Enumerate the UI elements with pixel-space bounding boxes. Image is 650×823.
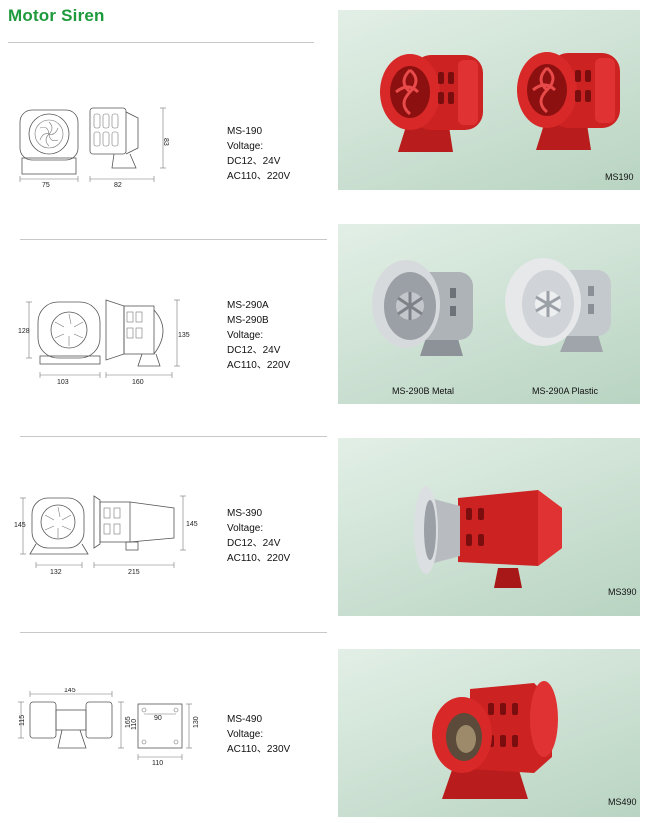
ms490-dim-plate-depth: 130 [193, 716, 200, 728]
ms190-product-photo: MS190 [338, 10, 640, 190]
ms290-dim-front-width: 103 [57, 379, 69, 386]
ms190-dim-height: 83 [162, 138, 169, 146]
ms390-dim-front-width: 132 [50, 569, 62, 576]
ms290-spec: MS-290A MS-290B Voltage: DC12、24V AC110、… [227, 298, 290, 373]
spec-line: MS-490 [227, 714, 263, 725]
ms390-technical-drawing: 145 132 215 145 [14, 492, 204, 578]
ms390-dim-height: 145 [186, 521, 198, 528]
ms190-technical-drawing: 75 82 83 [14, 98, 184, 193]
ms490-product-photo: MS490 [338, 649, 640, 817]
ms190-photo-caption: MS190 [605, 172, 634, 182]
title-divider [8, 42, 314, 43]
ms290-dim-height: 135 [178, 332, 190, 339]
spec-line: AC110、220V [227, 553, 291, 564]
ms390-dim-front-height: 145 [14, 522, 26, 529]
ms290b-photo-caption: MS-290B Metal [392, 386, 455, 396]
ms390-product-photo: MS390 [338, 438, 640, 616]
ms490-technical-drawing: 145 115 165 90 110 130 110 [14, 687, 204, 768]
ms390-dim-length: 215 [128, 569, 140, 576]
spec-line: MS-290A [227, 300, 269, 311]
spec-line: DC12、24V [227, 345, 281, 356]
ms290a-photo-caption: MS-290A Plastic [532, 386, 599, 396]
ms490-dim-end-height: 115 [19, 715, 26, 726]
ms490-dim-overall-height: 165 [125, 716, 132, 728]
ms290-product-photo: MS-290B Metal MS-290A Plastic [338, 224, 640, 404]
ms290-dim-length: 160 [132, 379, 144, 386]
ms490-spec: MS-490 Voltage: AC110、230V [227, 712, 290, 757]
ms490-dim-hole-depth: 110 [131, 719, 138, 730]
ms490-dim-plate-width: 110 [152, 760, 163, 767]
spec-line: Voltage: [227, 729, 264, 740]
ms290-dim-front-height: 128 [18, 328, 30, 335]
spec-line: AC110、230V [227, 744, 291, 755]
page-title: Motor Siren [8, 6, 105, 25]
section-divider [20, 239, 327, 240]
ms490-dim-hole-width: 90 [154, 715, 162, 722]
spec-line: DC12、24V [227, 156, 281, 167]
ms190-dim-width: 75 [42, 182, 50, 189]
spec-line: AC110、220V [227, 171, 291, 182]
ms490-photo-caption: MS490 [608, 797, 637, 807]
spec-line: MS-390 [227, 508, 263, 519]
spec-line: MS-290B [227, 315, 269, 326]
spec-line: Voltage: [227, 141, 264, 152]
spec-line: AC110、220V [227, 360, 291, 371]
ms290-technical-drawing: 128 103 160 135 [14, 296, 194, 388]
spec-line: MS-190 [227, 126, 263, 137]
ms190-spec: MS-190 Voltage: DC12、24V AC110、220V [227, 124, 290, 184]
spec-line: DC12、24V [227, 538, 281, 549]
ms390-spec: MS-390 Voltage: DC12、24V AC110、220V [227, 506, 290, 566]
spec-line: Voltage: [227, 523, 264, 534]
ms490-dim-length: 145 [64, 688, 76, 694]
section-divider [20, 436, 327, 437]
spec-line: Voltage: [227, 330, 264, 341]
section-divider [20, 632, 327, 633]
ms390-photo-caption: MS390 [608, 587, 637, 597]
ms190-dim-length: 82 [114, 182, 122, 189]
